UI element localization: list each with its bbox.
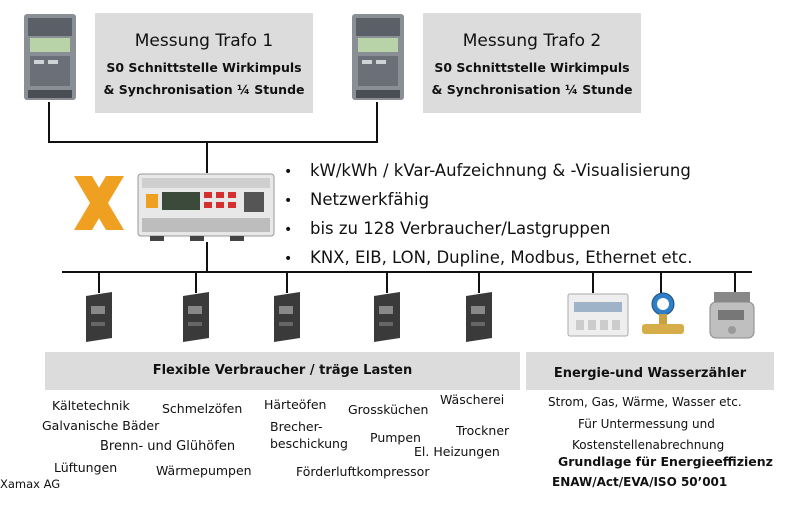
water-meter-icon (642, 292, 684, 334)
connector-line (286, 271, 288, 293)
feature-list: •kW/kWh / kVar-Aufzeichnung & -Visualisi… (284, 156, 692, 272)
meters-info-line: Kostenstellenabrechnung (572, 438, 725, 452)
meters-banner: Energie-und Wasserzähler (526, 352, 774, 390)
consumer-label: beschickung (270, 436, 348, 451)
connector-line (48, 102, 50, 142)
connector-line (376, 102, 378, 142)
connector-line (48, 141, 378, 143)
feature-item: •KNX, EIB, LON, Dupline, Modbus, Etherne… (284, 248, 693, 267)
feature-item: •bis zu 128 Verbraucher/Lastgruppen (284, 219, 611, 238)
consumer-label: Brecher- (270, 419, 323, 434)
trafo1-line2: & Synchronisation ¼ Stunde (103, 82, 305, 97)
io-module-icon (86, 292, 112, 342)
xamax-logo-icon (74, 176, 124, 230)
controller-device-icon (137, 173, 275, 241)
trafo2-meter-icon (352, 14, 404, 100)
feature-item: •kW/kWh / kVar-Aufzeichnung & -Visualisi… (284, 161, 691, 180)
consumer-label: Lüftungen (54, 460, 118, 475)
trafo1-meter-icon (24, 14, 76, 100)
consumer-label: Trockner (456, 423, 510, 438)
bus-line (62, 271, 752, 273)
consumer-label: Pumpen (370, 430, 421, 445)
consumer-label: Wäscherei (440, 392, 505, 407)
connector-line (206, 141, 208, 173)
consumer-label: Galvanische Bäder (42, 418, 160, 433)
trafo1-box: Messung Trafo 1 S0 Schnittstelle Wirkimp… (95, 13, 313, 113)
connector-line (478, 271, 480, 293)
meters-info-line: Strom, Gas, Wärme, Wasser etc. (548, 395, 742, 409)
connector-line (734, 271, 736, 293)
meters-label: Energie-und Wasserzähler (553, 366, 747, 381)
consumer-label: Förderluftkompressor (296, 464, 430, 479)
consumer-label: Schmelzöfen (162, 401, 243, 416)
consumer-label: Brenn- und Glühöfen (100, 439, 236, 454)
connector-line (98, 271, 100, 293)
io-module-icon (374, 292, 400, 342)
meters-info-line: Für Untermessung und (578, 417, 715, 431)
connector-line (660, 271, 662, 293)
gas-meter-icon (709, 292, 755, 339)
connector-line (592, 271, 594, 293)
connector-line (195, 271, 197, 293)
meters-info-line: Grundlage für Energieeffizienz (558, 454, 773, 469)
trafo2-title: Messung Trafo 2 (462, 31, 602, 51)
io-module-icon (183, 292, 209, 342)
trafo1-line1: S0 Schnittstelle Wirkimpuls (106, 60, 302, 75)
electricity-meter-icon (567, 293, 629, 337)
io-module-icon (466, 292, 492, 342)
meters-info-line: ENAW/Act/EVA/ISO 50’001 (552, 475, 728, 489)
consumer-label: Härteöfen (264, 397, 327, 412)
consumer-label: Grossküchen (348, 402, 429, 417)
trafo2-box: Messung Trafo 2 S0 Schnittstelle Wirkimp… (423, 13, 641, 113)
trafo1-title: Messung Trafo 1 (134, 31, 274, 51)
feature-item: •Netzwerkfähig (284, 190, 430, 209)
trafo2-line1: S0 Schnittstelle Wirkimpuls (434, 60, 630, 75)
company-footer: Xamax AG (0, 477, 61, 491)
flexible-consumers-label: Flexible Verbraucher / träge Lasten (152, 363, 413, 378)
connector-line (386, 271, 388, 293)
consumer-label: Kältetechnik (52, 398, 130, 413)
consumer-label: Wärmepumpen (156, 463, 252, 478)
trafo2-line2: & Synchronisation ¼ Stunde (431, 82, 633, 97)
consumer-label: El. Heizungen (414, 444, 500, 459)
connector-line (206, 242, 208, 272)
io-module-icon (274, 292, 300, 342)
flexible-consumers-banner: Flexible Verbraucher / träge Lasten (45, 352, 520, 390)
